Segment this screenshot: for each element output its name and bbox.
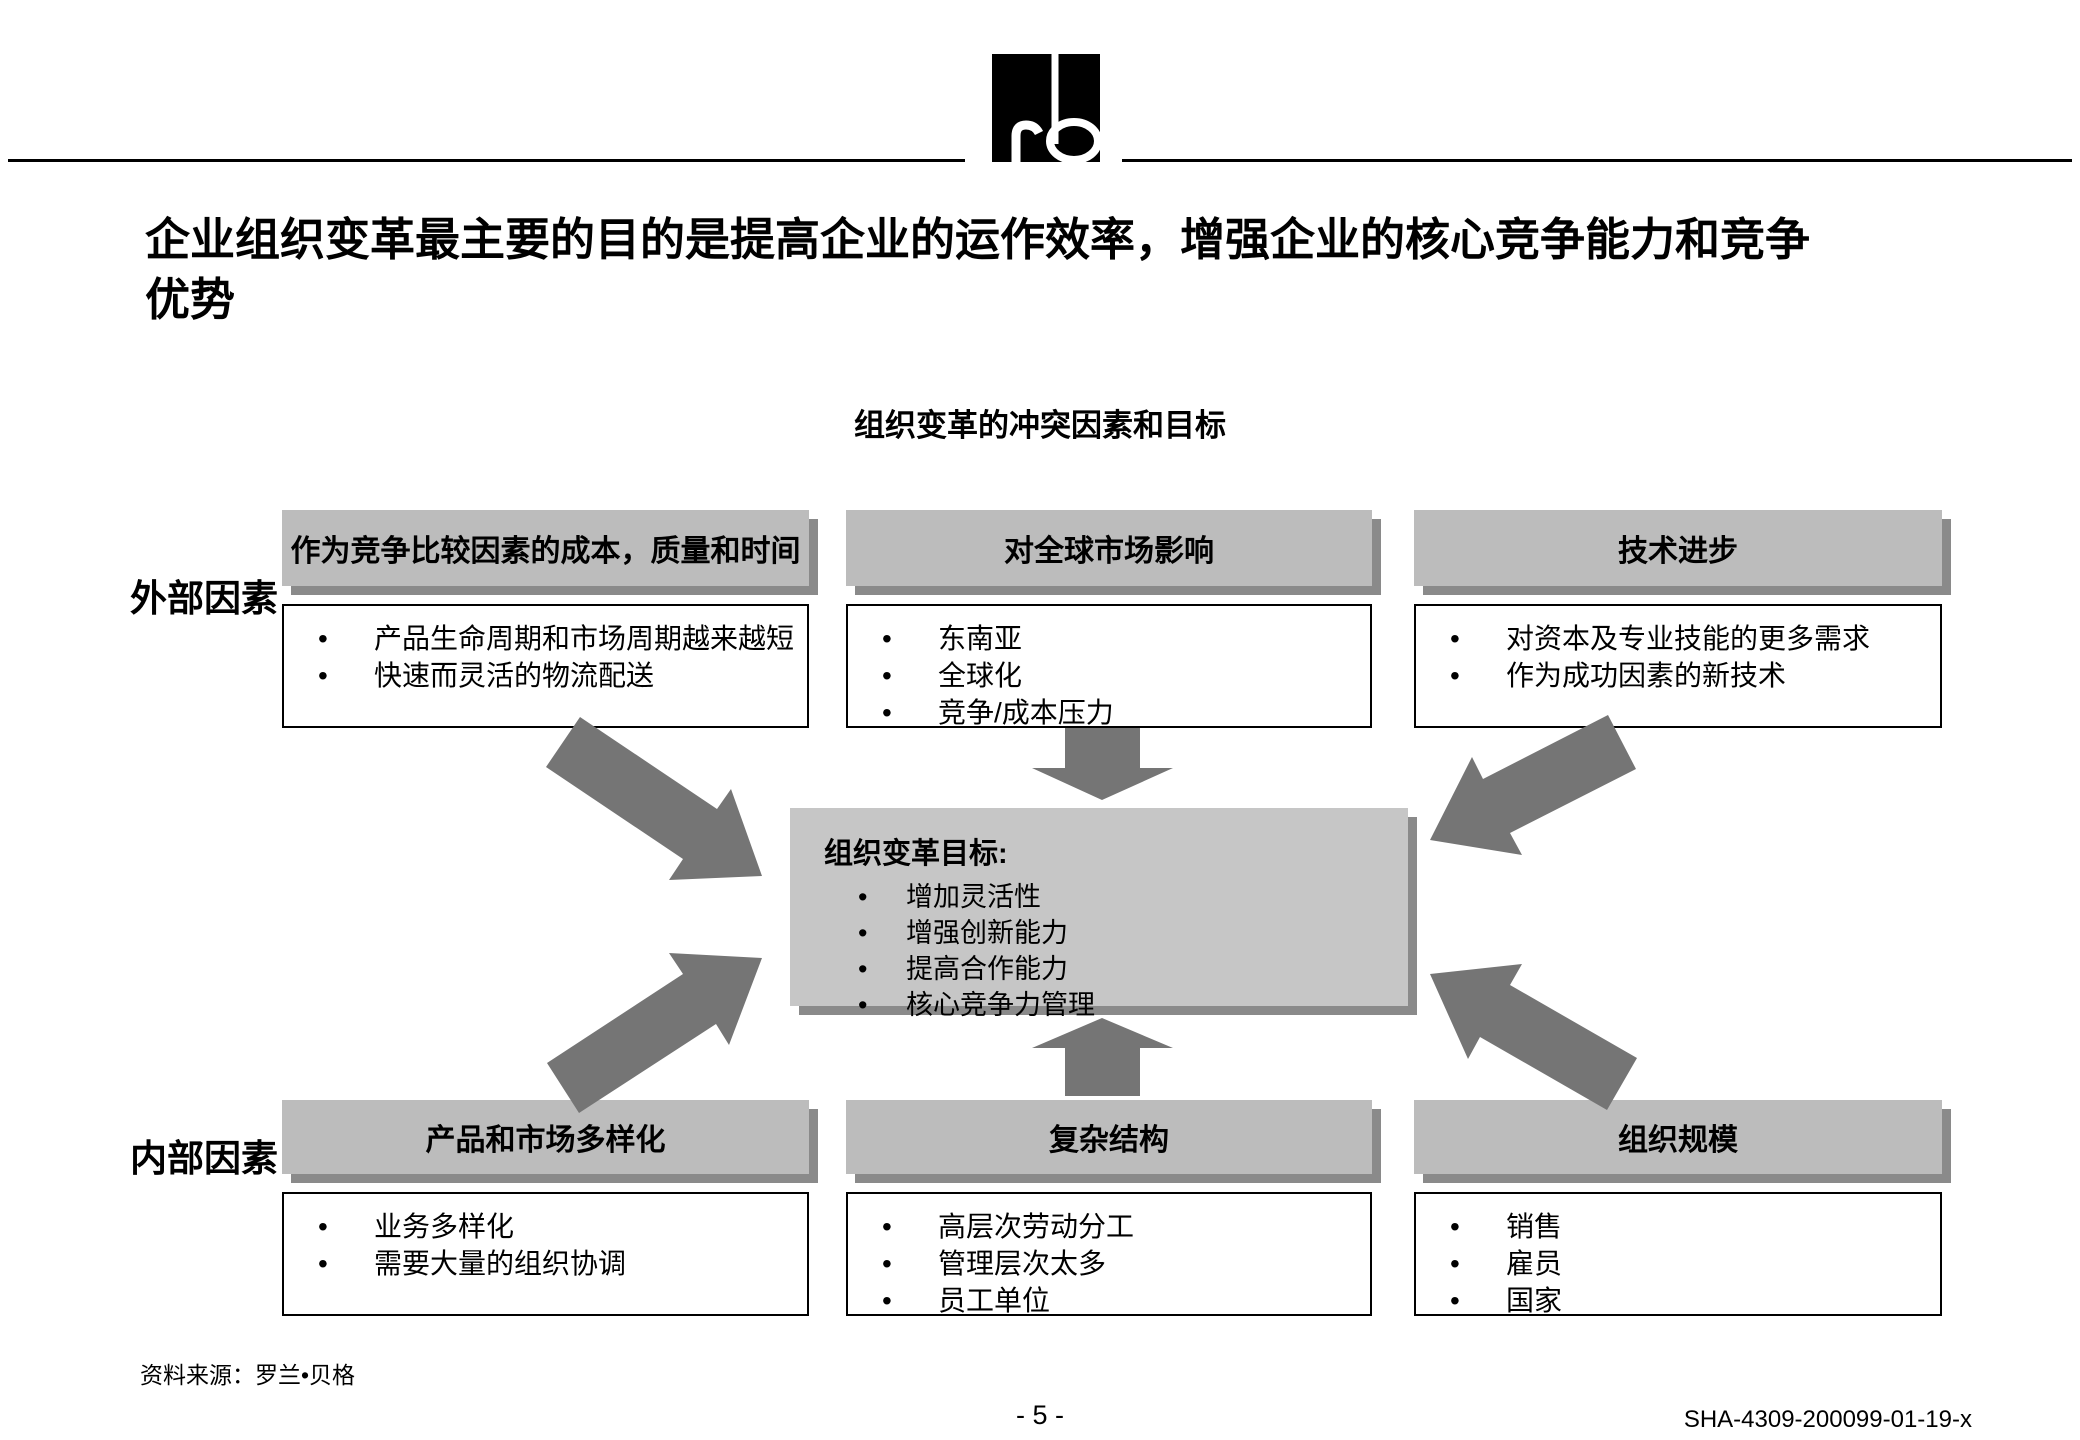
bullet-text: 员工单位 <box>938 1285 1051 1317</box>
list-item: • 业务多样化 <box>310 1208 799 1245</box>
bullet-list: • 业务多样化 • 需要大量的组织协调 <box>310 1208 799 1282</box>
page-title: 企业组织变革最主要的目的是提高企业的运作效率，增强企业的核心竞争能力和竞争优势 <box>145 214 1811 325</box>
list-item: • 增强创新能力 <box>850 916 1408 952</box>
bullet-text: 增强创新能力 <box>906 917 1068 948</box>
bullet-icon: • <box>882 623 892 654</box>
internal-box-body-diversification: • 业务多样化 • 需要大量的组织协调 <box>282 1192 809 1316</box>
bullet-icon: • <box>1450 1211 1460 1242</box>
arrow-external-middle-icon <box>1032 728 1173 800</box>
arrow-internal-right-icon <box>1430 964 1637 1110</box>
bullet-text: 提高合作能力 <box>906 953 1068 984</box>
bullet-icon: • <box>1450 1285 1460 1317</box>
list-item: • 竞争/成本压力 <box>874 694 1362 731</box>
bullet-icon: • <box>1450 623 1460 654</box>
list-item: • 高层次劳动分工 <box>874 1208 1362 1245</box>
bullet-text: 业务多样化 <box>374 1211 515 1242</box>
list-item: • 快速而灵活的物流配送 <box>310 657 799 694</box>
bullet-icon: • <box>318 623 328 654</box>
diagram-title: 组织变革的冲突因素和目标 <box>854 408 1226 443</box>
external-box-body-cost-quality-time: • 产品生命周期和市场周期越来越短 • 快速而灵活的物流配送 <box>282 604 809 728</box>
list-item: • 国家 <box>1442 1282 1932 1319</box>
bullet-icon: • <box>882 697 892 729</box>
bullet-text: 需要大量的组织协调 <box>374 1248 627 1280</box>
list-item: • 作为成功因素的新技术 <box>1442 657 1932 694</box>
bullet-text: 核心竞争力管理 <box>906 989 1095 1020</box>
external-box-header-technology: 技术进步 <box>1414 510 1942 586</box>
bullet-text: 销售 <box>1506 1211 1563 1242</box>
bullet-text: 全球化 <box>938 660 1023 692</box>
bullet-text: 对资本及专业技能的更多需求 <box>1506 623 1871 654</box>
bullet-icon: • <box>882 1211 892 1242</box>
internal-box-body-org-size: • 销售 • 雇员 • 国家 <box>1414 1192 1942 1316</box>
internal-box-header-diversification: 产品和市场多样化 <box>282 1100 809 1174</box>
bullet-icon: • <box>882 1285 892 1317</box>
bullet-list: • 销售 • 雇员 • 国家 <box>1442 1208 1932 1320</box>
document-code: SHA-4309-200099-01-19-x <box>1683 1406 1972 1433</box>
bullet-list: • 东南亚 • 全球化 • 竞争/成本压力 <box>874 620 1362 732</box>
bullet-list: • 对资本及专业技能的更多需求 • 作为成功因素的新技术 <box>1442 620 1932 694</box>
external-box-body-technology: • 对资本及专业技能的更多需求 • 作为成功因素的新技术 <box>1414 604 1942 728</box>
center-goal-box: 组织变革目标: • 增加灵活性 • 增强创新能力 • 提高合作能力 • 核心竞争力管理 <box>790 808 1408 1020</box>
arrow-internal-middle-icon <box>1032 1018 1173 1096</box>
bullet-text: 竞争/成本压力 <box>938 697 1114 729</box>
arrow-external-right-icon <box>1430 715 1636 855</box>
internal-box-header-complex-structure: 复杂结构 <box>846 1100 1372 1174</box>
list-item: • 对资本及专业技能的更多需求 <box>1442 620 1932 657</box>
bullet-list: • 增加灵活性 • 增强创新能力 • 提高合作能力 • 核心竞争力管理 <box>850 880 1408 1024</box>
bullet-icon: • <box>858 917 868 948</box>
rb-logo-icon <box>992 54 1102 164</box>
list-item: • 管理层次太多 <box>874 1245 1362 1282</box>
bullet-icon: • <box>882 660 892 692</box>
bullet-icon: • <box>1450 660 1460 692</box>
bullet-icon: • <box>318 1248 328 1280</box>
bullet-text: 增加灵活性 <box>906 882 1041 912</box>
internal-box-header-org-size: 组织规模 <box>1414 1100 1942 1174</box>
bullet-icon: • <box>318 1211 328 1242</box>
external-factors-label: 外部因素 <box>130 578 278 619</box>
external-box-header-global-market: 对全球市场影响 <box>846 510 1372 586</box>
bullet-icon: • <box>858 953 868 984</box>
bullet-text: 国家 <box>1506 1285 1563 1317</box>
bullet-text: 管理层次太多 <box>938 1248 1107 1280</box>
bullet-icon: • <box>858 989 868 1020</box>
list-item: • 东南亚 <box>874 620 1362 657</box>
bullet-icon: • <box>318 660 328 692</box>
header-rule-left <box>8 159 965 162</box>
bullet-text: 产品生命周期和市场周期越来越短 <box>374 623 795 654</box>
internal-factors-label: 内部因素 <box>130 1138 278 1179</box>
bullet-icon: • <box>882 1248 892 1280</box>
bullet-text: 雇员 <box>1506 1248 1563 1280</box>
list-item: • 核心竞争力管理 <box>850 988 1408 1024</box>
bullet-icon: • <box>1450 1248 1460 1280</box>
list-item: • 产品生命周期和市场周期越来越短 <box>310 620 799 657</box>
bullet-text: 作为成功因素的新技术 <box>1506 660 1787 692</box>
bullet-icon: • <box>858 882 868 912</box>
list-item: • 员工单位 <box>874 1282 1362 1319</box>
center-goal-title: 组织变革目标: <box>824 838 1008 870</box>
bullet-text: 快速而灵活的物流配送 <box>374 660 655 692</box>
list-item: • 销售 <box>1442 1208 1932 1245</box>
page-number: - 5 - <box>1015 1400 1064 1430</box>
list-item: • 全球化 <box>874 657 1362 694</box>
external-box-body-global-market: • 东南亚 • 全球化 • 竞争/成本压力 <box>846 604 1372 728</box>
bullet-text: 东南亚 <box>938 623 1023 654</box>
bullet-list: • 高层次劳动分工 • 管理层次太多 • 员工单位 <box>874 1208 1362 1320</box>
internal-box-body-complex-structure: • 高层次劳动分工 • 管理层次太多 • 员工单位 <box>846 1192 1372 1316</box>
bullet-text: 高层次劳动分工 <box>938 1211 1135 1242</box>
list-item: • 需要大量的组织协调 <box>310 1245 799 1282</box>
arrow-external-left-icon <box>546 717 762 880</box>
arrow-internal-left-icon <box>547 953 762 1113</box>
list-item: • 增加灵活性 <box>850 880 1408 916</box>
bullet-list: • 产品生命周期和市场周期越来越短 • 快速而灵活的物流配送 <box>310 620 799 694</box>
header-rule-right <box>1122 159 2072 162</box>
list-item: • 雇员 <box>1442 1245 1932 1282</box>
source-note: 资料来源：罗兰•贝格 <box>140 1362 356 1388</box>
list-item: • 提高合作能力 <box>850 952 1408 988</box>
external-box-header-cost-quality-time: 作为竞争比较因素的成本，质量和时间 <box>282 510 809 586</box>
